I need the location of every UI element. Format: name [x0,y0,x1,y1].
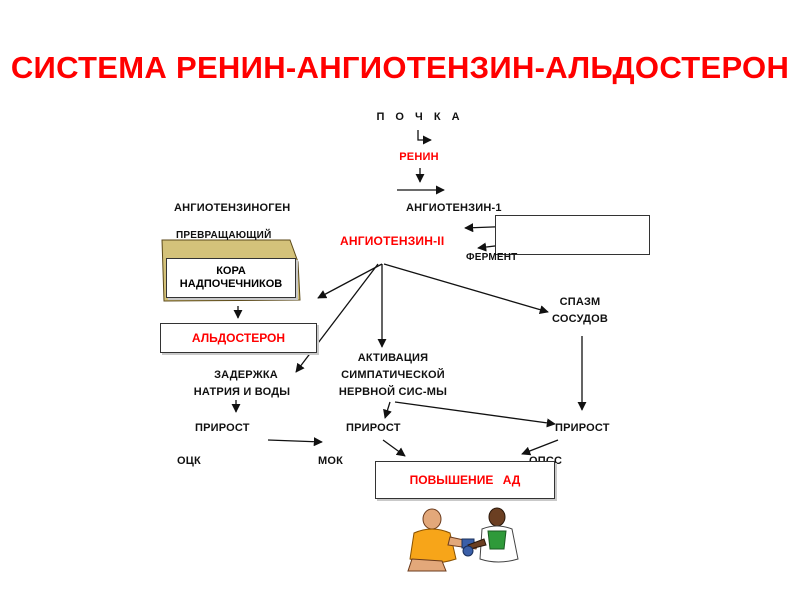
bp-increase-box: ПОВЫШЕНИЕ АД [375,461,555,499]
aldosterone-box: АЛЬДОСТЕРОН [160,323,317,353]
aldosterone-label: АЛЬДОСТЕРОН [191,330,286,345]
mok-label: МОК [318,455,344,467]
arrow-ock-mok [267,437,323,447]
sympathetic-line-2: СИМПАТИЧЕСКОЙ [341,369,445,381]
arrow-sympathetic-increase-right [394,401,556,428]
vasospasm-line-2: СОСУДОВ [551,313,609,325]
arrow-to-adrenal [317,263,383,299]
ock-label: ОЦК [177,455,201,467]
adrenal-line-1: КОРА [216,265,246,277]
converting-enzyme-label: ПРЕВРАЩАЮЩИЙ [176,230,272,241]
increase-mid-label: ПРИРОСТ [346,422,401,434]
arrow-kidney-renin [417,130,432,145]
arrow-mid-result [382,439,406,457]
enzyme-label: ФЕРМЕНТ [466,252,518,263]
arrow-sympathetic-increase-mid [383,401,392,419]
angiotensin1-label: АНГИОТЕНЗИН-1 [406,202,502,214]
angiotensin2-label: АНГИОТЕНЗИН-II [340,234,445,248]
blood-pressure-measurement-icon [407,507,519,572]
increase-right-label: ПРИРОСТ [555,422,610,434]
arrow-right-result [521,439,559,456]
vasospasm-line-1: СПАЗМ [559,296,601,308]
slide-title: СИСТЕМА РЕНИН-АНГИОТЕНЗИН-АЛЬДОСТЕРОН [10,50,790,85]
renin-label: РЕНИН [399,151,439,163]
sympathetic-line-3: НЕРВНОЙ СИС-МЫ [338,386,448,398]
retention-line-1: ЗАДЕРЖКА [214,369,278,381]
kidney-label: П О Ч К А [376,111,464,123]
arrow-to-vasospasm [383,263,549,315]
adrenal-cortex-box: КОРА НАДПОЧЕЧНИКОВ [166,258,296,298]
sympathetic-line-1: АКТИВАЦИЯ [357,352,429,364]
angiotensinogen-label: АНГИОТЕНЗИНОГЕН [174,202,291,214]
arrow-to-retention [295,263,379,373]
enzyme-box [495,215,650,255]
increase-left-label: ПРИРОСТ [195,422,250,434]
bp-increase-label: ПОВЫШЕНИЕ АД [409,472,521,487]
adrenal-line-2: НАДПОЧЕЧНИКОВ [179,278,283,290]
retention-line-2: НАТРИЯ И ВОДЫ [193,386,291,398]
